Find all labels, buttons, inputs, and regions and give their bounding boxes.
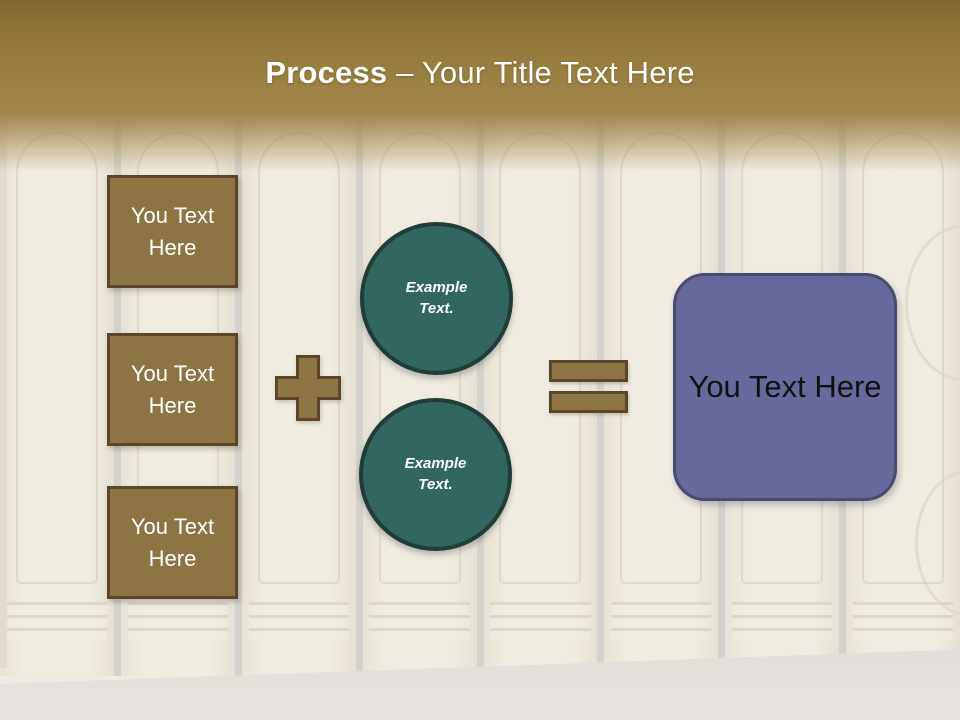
equals-bar-top	[549, 360, 628, 382]
header-band	[0, 0, 960, 172]
example-circle-2[interactable]: Example Text.	[359, 398, 512, 551]
plus-icon	[275, 355, 341, 421]
example-circle-2-label: Example Text.	[404, 454, 467, 493]
left-edge-strip	[0, 128, 7, 668]
example-circle-1-label: Example Text.	[405, 278, 468, 317]
input-box-1-label: You Text Here	[130, 203, 215, 260]
example-circle-1[interactable]: Example Text.	[360, 222, 513, 375]
equals-icon	[549, 360, 628, 422]
result-box[interactable]: You Text Here	[673, 273, 897, 501]
input-box-2-label: You Text Here	[130, 361, 215, 418]
result-box-label: You Text Here	[688, 369, 882, 404]
input-box-3[interactable]: You Text Here	[107, 486, 238, 599]
input-box-1[interactable]: You Text Here	[107, 175, 238, 288]
equals-bar-bottom	[549, 391, 628, 413]
input-box-3-label: You Text Here	[130, 514, 215, 571]
page-title: Process – Your Title Text Here	[0, 53, 960, 93]
page-title-rest: – Your Title Text Here	[387, 55, 695, 90]
input-box-2[interactable]: You Text Here	[107, 333, 238, 446]
page-title-bold: Process	[265, 55, 388, 90]
